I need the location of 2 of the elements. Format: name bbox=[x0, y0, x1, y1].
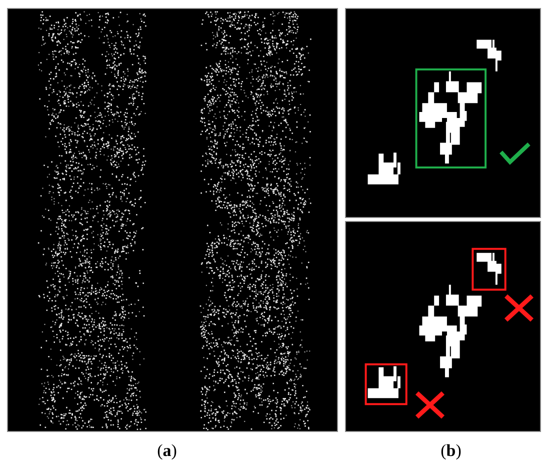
panel-label: (b) bbox=[440, 441, 462, 461]
panel-label: (a) bbox=[157, 441, 177, 461]
